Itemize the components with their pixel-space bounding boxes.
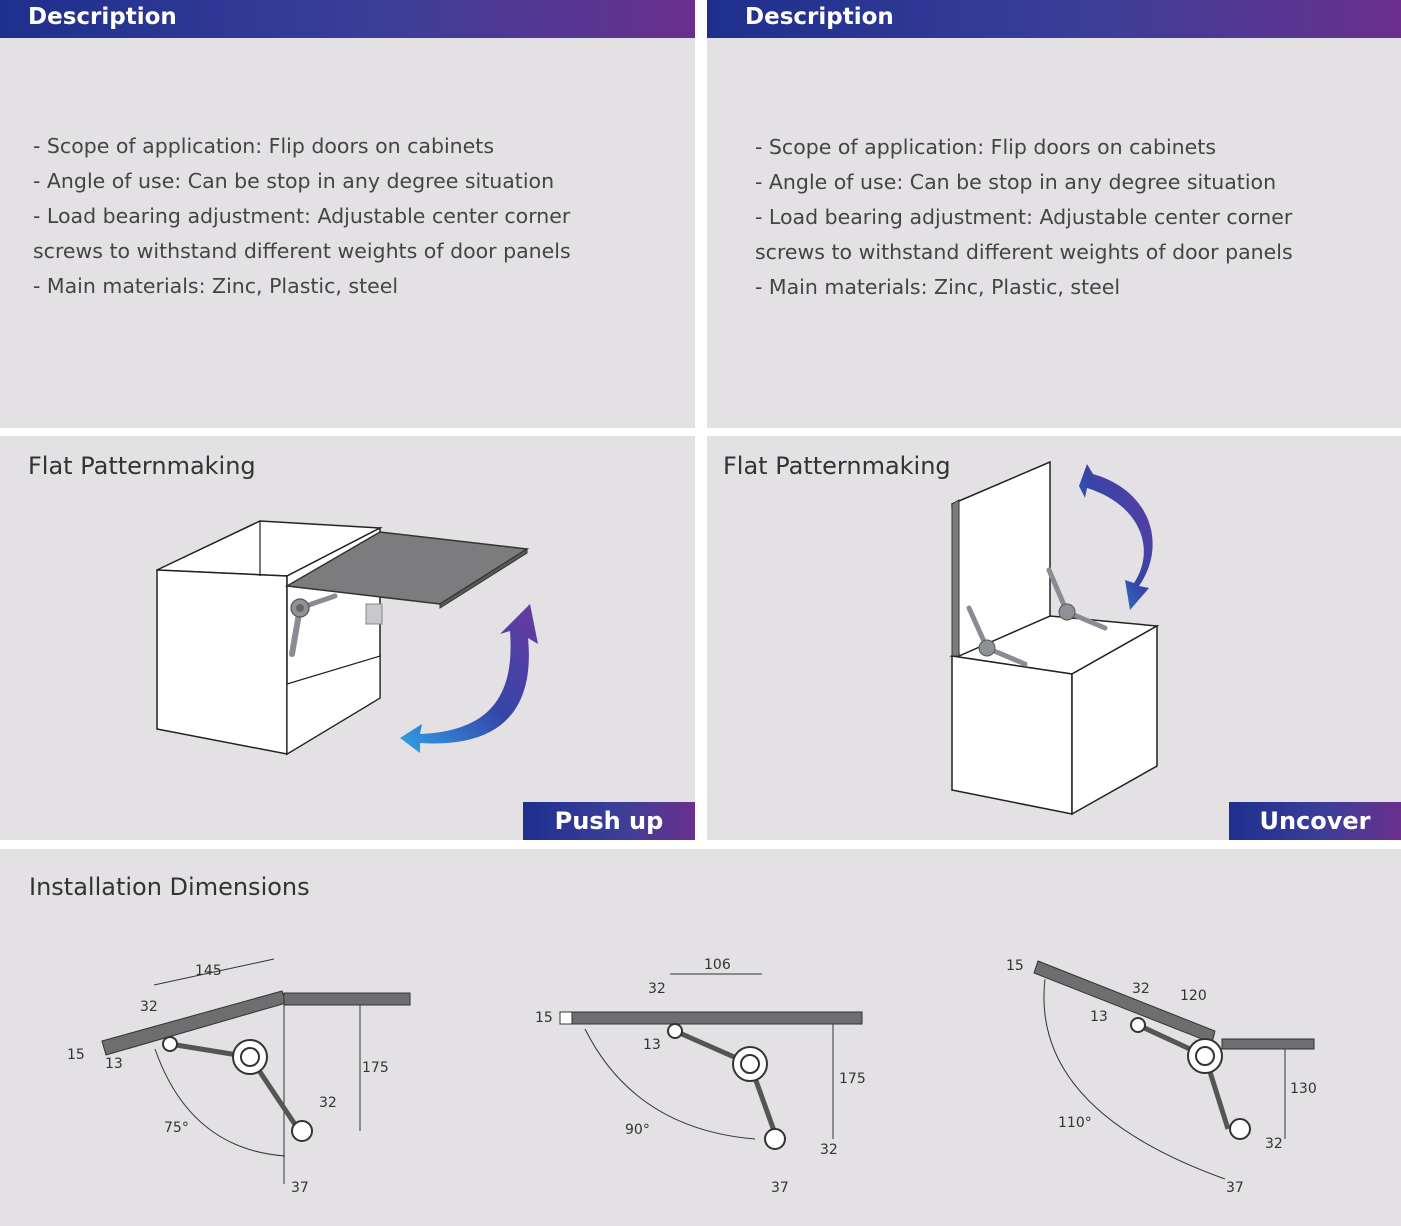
dim-13: 13 — [1090, 1009, 1108, 1025]
pattern-panel-left: Flat Patternmaking Push up — [0, 436, 695, 840]
description-line: - Load bearing adjustment: Adjustable ce… — [755, 205, 1293, 229]
dim-15: 15 — [1006, 958, 1024, 974]
installation-panel: Installation Dimensions 145 32 15 13 175… — [0, 849, 1401, 1226]
description-line: - Angle of use: Can be stop in any degre… — [755, 170, 1277, 194]
description-line: screws to withstand different weights of… — [755, 240, 1293, 264]
dim-32-top: 32 — [140, 999, 158, 1015]
dim-106: 106 — [704, 957, 731, 973]
dim-37: 37 — [771, 1180, 789, 1196]
description-line: - Main materials: Zinc, Plastic, steel — [755, 275, 1121, 299]
description-header: Description — [0, 0, 695, 38]
description-panel-left: Description - Scope of application: Flip… — [0, 0, 695, 428]
description-line: - Main materials: Zinc, Plastic, steel — [33, 274, 399, 298]
dim-145: 145 — [195, 963, 222, 979]
dim-13: 13 — [643, 1037, 661, 1053]
dim-32-top: 32 — [1132, 981, 1150, 997]
curved-arrow-icon — [1079, 464, 1153, 610]
pattern-title: Flat Patternmaking — [28, 452, 256, 480]
dim-13: 13 — [105, 1056, 123, 1072]
dim-32-bottom: 32 — [1265, 1136, 1283, 1152]
description-panel-right: Description - Scope of application: Flip… — [707, 0, 1401, 428]
hinge-mechanism — [289, 593, 383, 657]
dim-175: 175 — [362, 1060, 389, 1076]
dim-130: 130 — [1290, 1081, 1317, 1097]
dim-37: 37 — [1226, 1180, 1244, 1196]
dim-32-bottom: 32 — [820, 1142, 838, 1158]
angle-110: 110° — [1058, 1115, 1092, 1131]
description-list: - Scope of application: Flip doors on ca… — [33, 129, 571, 304]
description-line: - Load bearing adjustment: Adjustable ce… — [33, 204, 571, 228]
dim-175: 175 — [839, 1071, 866, 1087]
description-heading: Description — [28, 4, 177, 30]
cabinet-push-up-illustration — [156, 520, 538, 756]
dim-37: 37 — [291, 1180, 309, 1196]
description-header: Description — [707, 0, 1401, 38]
dimension-diagram-110: 15 32 120 13 130 110° 32 37 — [1006, 958, 1317, 1196]
angle-75: 75° — [164, 1120, 189, 1136]
dim-32-bottom: 32 — [319, 1095, 337, 1111]
dimension-diagram-90: 106 32 15 13 175 90° 32 37 — [535, 957, 866, 1196]
push-up-tag: Push up — [523, 802, 695, 840]
description-line: - Scope of application: Flip doors on ca… — [33, 134, 495, 158]
dim-32-top: 32 — [648, 981, 666, 997]
description-heading: Description — [745, 4, 894, 30]
hinge-mechanism — [966, 567, 1108, 667]
description-line: - Angle of use: Can be stop in any degre… — [33, 169, 555, 193]
curved-arrow-icon — [400, 604, 538, 753]
pattern-title: Flat Patternmaking — [723, 452, 951, 480]
dim-15: 15 — [67, 1047, 85, 1063]
dimension-diagram-75: 145 32 15 13 175 32 75° 37 — [67, 958, 411, 1196]
description-line: screws to withstand different weights of… — [33, 239, 571, 263]
angle-90: 90° — [625, 1122, 650, 1138]
uncover-tag: Uncover — [1229, 802, 1401, 840]
pattern-panel-right: Flat Patternmaking Uncover — [707, 436, 1401, 840]
installation-title: Installation Dimensions — [29, 873, 310, 901]
description-list: - Scope of application: Flip doors on ca… — [755, 130, 1293, 305]
dim-120: 120 — [1180, 988, 1207, 1004]
cabinet-uncover-illustration — [949, 460, 1160, 816]
dim-15: 15 — [535, 1010, 553, 1026]
description-line: - Scope of application: Flip doors on ca… — [755, 135, 1217, 159]
